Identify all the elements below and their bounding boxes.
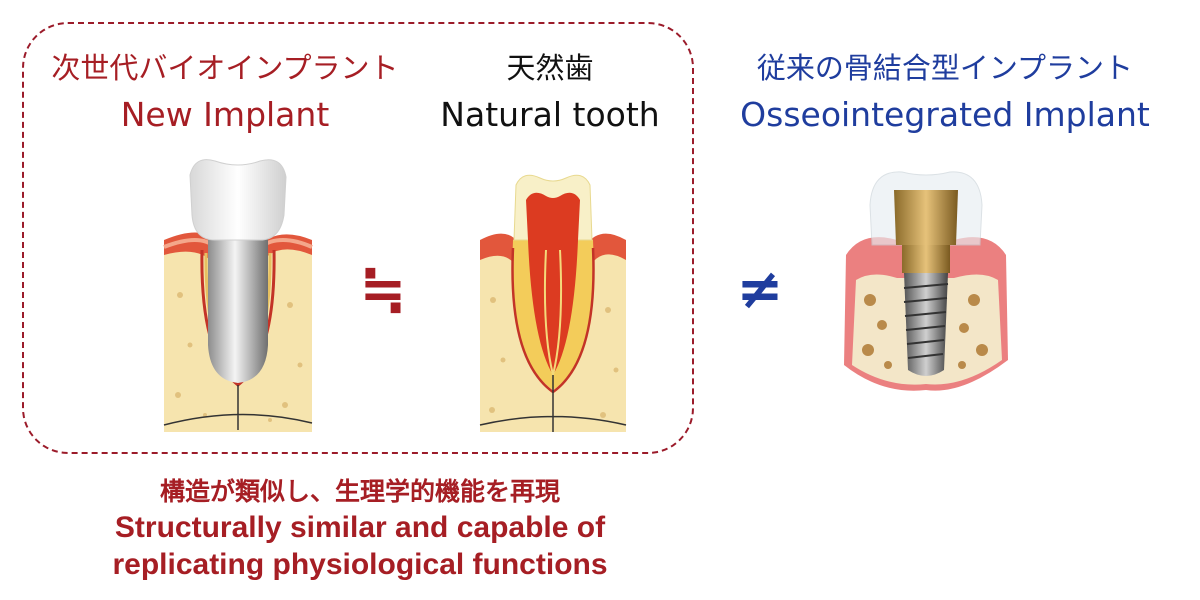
new-implant-illustration-icon xyxy=(163,159,313,432)
osseointegrated-implant-illustration-icon xyxy=(844,171,1008,391)
caption-en-line1: Structurally similar and capable of xyxy=(114,511,606,544)
approx-equal-symbol: ≒ xyxy=(359,257,407,322)
natural-tooth-label-en: Natural tooth xyxy=(440,95,660,134)
natural-tooth-illustration-icon xyxy=(479,174,627,432)
new-implant-label-en: New Implant xyxy=(120,95,330,134)
natural-tooth-label-jp: 天然歯 xyxy=(506,51,594,85)
osseointegrated-implant-label-jp: 従来の骨結合型インプラント xyxy=(756,51,1134,85)
new-implant-label-jp: 次世代バイオインプラント xyxy=(51,51,399,85)
caption-en-line2: replicating physiological functions xyxy=(112,548,608,581)
caption-jp: 構造が類似し、生理学的機能を再現 xyxy=(159,477,560,506)
not-equal-symbol: ≠ xyxy=(736,257,784,322)
new-implant-group-frame xyxy=(22,22,694,454)
osseointegrated-implant-label-en: Osseointegrated Implant xyxy=(740,95,1150,134)
